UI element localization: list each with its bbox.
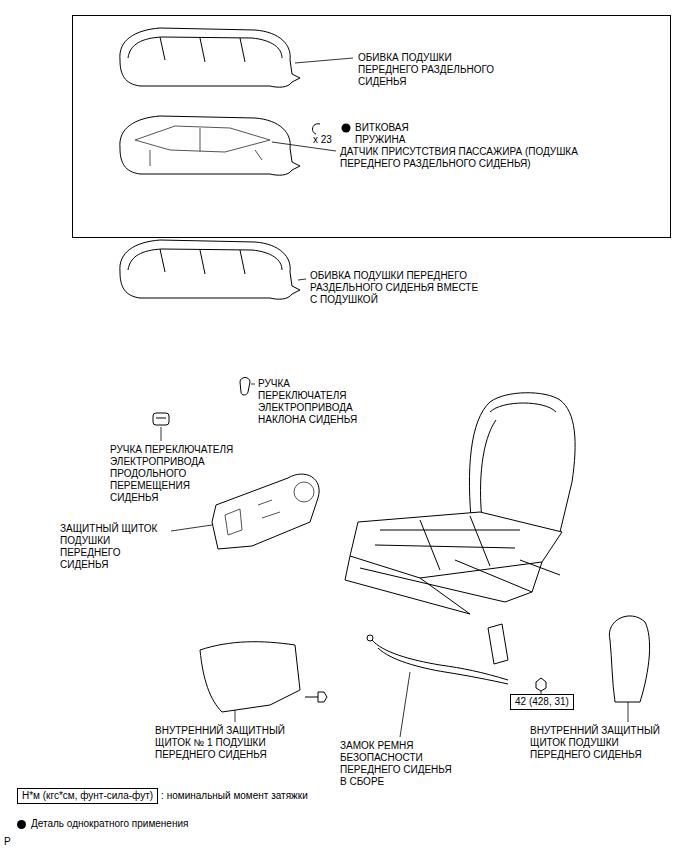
- spring-symbol: [342, 124, 351, 133]
- figure-code: P: [4, 836, 24, 848]
- cushion-shield: [294, 482, 314, 502]
- part-label: ДАТЧИК ПРИСУТСТВИЯ ПАССАЖИРА (ПОДУШКА ПЕ…: [340, 146, 610, 170]
- part-label: ВНУТРЕННИЙ ЗАЩИТНЫЙ ЩИТОК ПОДУШКИ ПЕРЕДН…: [530, 725, 670, 761]
- part-label: ВНУТРЕННИЙ ЗАЩИТНЫЙ ЩИТОК ПОДУШКИ ПЕРЕДН…: [530, 725, 670, 761]
- occupant-sensor: [135, 126, 270, 152]
- buckle: [378, 648, 508, 684]
- buckle: [367, 635, 373, 641]
- seat-assembly: [345, 560, 560, 614]
- cushion-cover: [128, 37, 282, 58]
- legend-note: : номинальный момент затяжки: [161, 790, 361, 802]
- part-label: РУЧКА ПЕРЕКЛЮЧАТЕЛЯ ЭЛЕКТРОПРИВОДА НАКЛО…: [258, 378, 370, 426]
- bolt: [305, 697, 318, 698]
- leader-line: [161, 427, 162, 441]
- quantity-label: x 23: [313, 134, 353, 146]
- inner-shield-no1: [200, 642, 300, 712]
- bolt: [305, 692, 327, 702]
- leader-line: [298, 279, 306, 280]
- part-label: ЗАЩИТНЫЙ ЩИТОК ПОДУШКИ ПЕРЕДНЕГО СИДЕНЬЯ: [60, 523, 168, 571]
- occupant-sensor: [150, 128, 262, 166]
- cushion-shield: [225, 500, 280, 535]
- seat-assembly: [350, 512, 562, 578]
- leader-line: [171, 525, 212, 531]
- leader-line: [628, 702, 629, 722]
- part-label: РУЧКА ПЕРЕКЛЮЧАТЕЛЯ ЭЛЕКТРОПРИВОДА ПРОДО…: [110, 444, 239, 504]
- nut: [536, 678, 546, 691]
- cushion-cover: [120, 28, 300, 87]
- cushion-with-pad: [160, 249, 245, 274]
- leader-line: [235, 710, 236, 722]
- part-label: ОБИВКА ПОДУШКИ ПЕРЕДНЕГО РАЗДЕЛЬНОГО СИД…: [358, 52, 506, 88]
- seat-assembly: [345, 393, 575, 614]
- inner-shield-no1: [200, 642, 300, 712]
- leader-line: [295, 58, 353, 63]
- torque-box: 42 (428, 31): [510, 694, 574, 710]
- leader-line: [251, 384, 255, 385]
- part-label: ДАТЧИК ПРИСУТСТВИЯ ПАССАЖИРА (ПОДУШКА ПЕ…: [340, 146, 610, 170]
- part-label: ОБИВКА ПОДУШКИ ПЕРЕДНЕГО РАЗДЕЛЬНОГО СИД…: [358, 52, 506, 88]
- seat-assembly: [375, 516, 520, 570]
- nut: [536, 678, 546, 691]
- seat-assembly: [481, 403, 556, 520]
- part-label: ВИТКОВАЯ ПРУЖИНА: [355, 122, 435, 146]
- quantity-label: x 23: [313, 134, 353, 146]
- slide-handle: [153, 413, 169, 425]
- part-label: РУЧКА ПЕРЕКЛЮЧАТЕЛЯ ЭЛЕКТРОПРИВОДА НАКЛО…: [258, 378, 370, 426]
- frame: [73, 16, 671, 238]
- node-text: Н*м (кгс*см, фунт-сила-фут): [22, 790, 153, 802]
- part-label: ОБИВКА ПОДУШКИ ПЕРЕДНЕГО РАЗДЕЛЬНОГО СИД…: [310, 270, 486, 306]
- legend-entry: Деталь однократного применения: [17, 818, 188, 830]
- buckle: [367, 624, 508, 684]
- part-label: ВНУТРЕННИЙ ЗАЩИТНЫЙ ЩИТОК № 1 ПОДУШКИ ПЕ…: [155, 725, 295, 761]
- occupant-sensor: [120, 116, 300, 175]
- part-label: РУЧКА ПЕРЕКЛЮЧАТЕЛЯ ЭЛЕКТРОПРИВОДА ПРОДО…: [110, 444, 239, 504]
- cushion-cover: [160, 37, 245, 62]
- legend-swatch: [17, 820, 26, 829]
- seat-assembly: [469, 393, 575, 532]
- buckle: [372, 640, 508, 680]
- part-label: ЗАМОК РЕМНЯ БЕЗОПАСНОСТИ ПЕРЕДНЕГО СИДЕН…: [340, 740, 460, 788]
- cushion-with-pad: [120, 240, 300, 299]
- inner-shield: [609, 616, 649, 702]
- part-label: ЗАЩИТНЫЙ ЩИТОК ПОДУШКИ ПЕРЕДНЕГО СИДЕНЬЯ: [60, 523, 168, 571]
- part-label: ОБИВКА ПОДУШКИ ПЕРЕДНЕГО РАЗДЕЛЬНОГО СИД…: [310, 270, 486, 306]
- unit-box: Н*м (кгс*см, фунт-сила-фут): [17, 788, 158, 804]
- frame: [73, 16, 671, 238]
- legend-note: : номинальный момент затяжки: [161, 790, 361, 802]
- part-label: ЗАМОК РЕМНЯ БЕЗОПАСНОСТИ ПЕРЕДНЕГО СИДЕН…: [340, 740, 460, 788]
- leader-line: [161, 58, 628, 737]
- seat-assembly: [345, 556, 542, 614]
- cushion-with-pad: [128, 249, 282, 270]
- figure-code: P: [4, 836, 24, 848]
- leader-line: [400, 672, 410, 737]
- buckle: [488, 624, 508, 664]
- slide-handle: [153, 413, 169, 425]
- spring-symbol: [313, 124, 351, 135]
- cushion-shield: [212, 474, 319, 549]
- node-text: 42 (428, 31): [515, 696, 569, 708]
- slide-handle: [156, 418, 166, 419]
- occupant-sensor: [120, 116, 300, 175]
- cushion-shield: [212, 474, 319, 549]
- bolt: [318, 692, 327, 702]
- cushion-cover: [120, 28, 300, 87]
- part-label: ВИТКОВАЯ ПРУЖИНА: [355, 122, 435, 146]
- inner-shield: [609, 616, 649, 702]
- recline-handle: [240, 378, 250, 396]
- spring-symbol: [313, 124, 320, 134]
- part-label: ВНУТРЕННИЙ ЗАЩИТНЫЙ ЩИТОК № 1 ПОДУШКИ ПЕ…: [155, 725, 295, 761]
- legend-text: Деталь однократного применения: [31, 818, 188, 830]
- cushion-with-pad: [120, 240, 300, 299]
- recline-handle: [240, 378, 250, 396]
